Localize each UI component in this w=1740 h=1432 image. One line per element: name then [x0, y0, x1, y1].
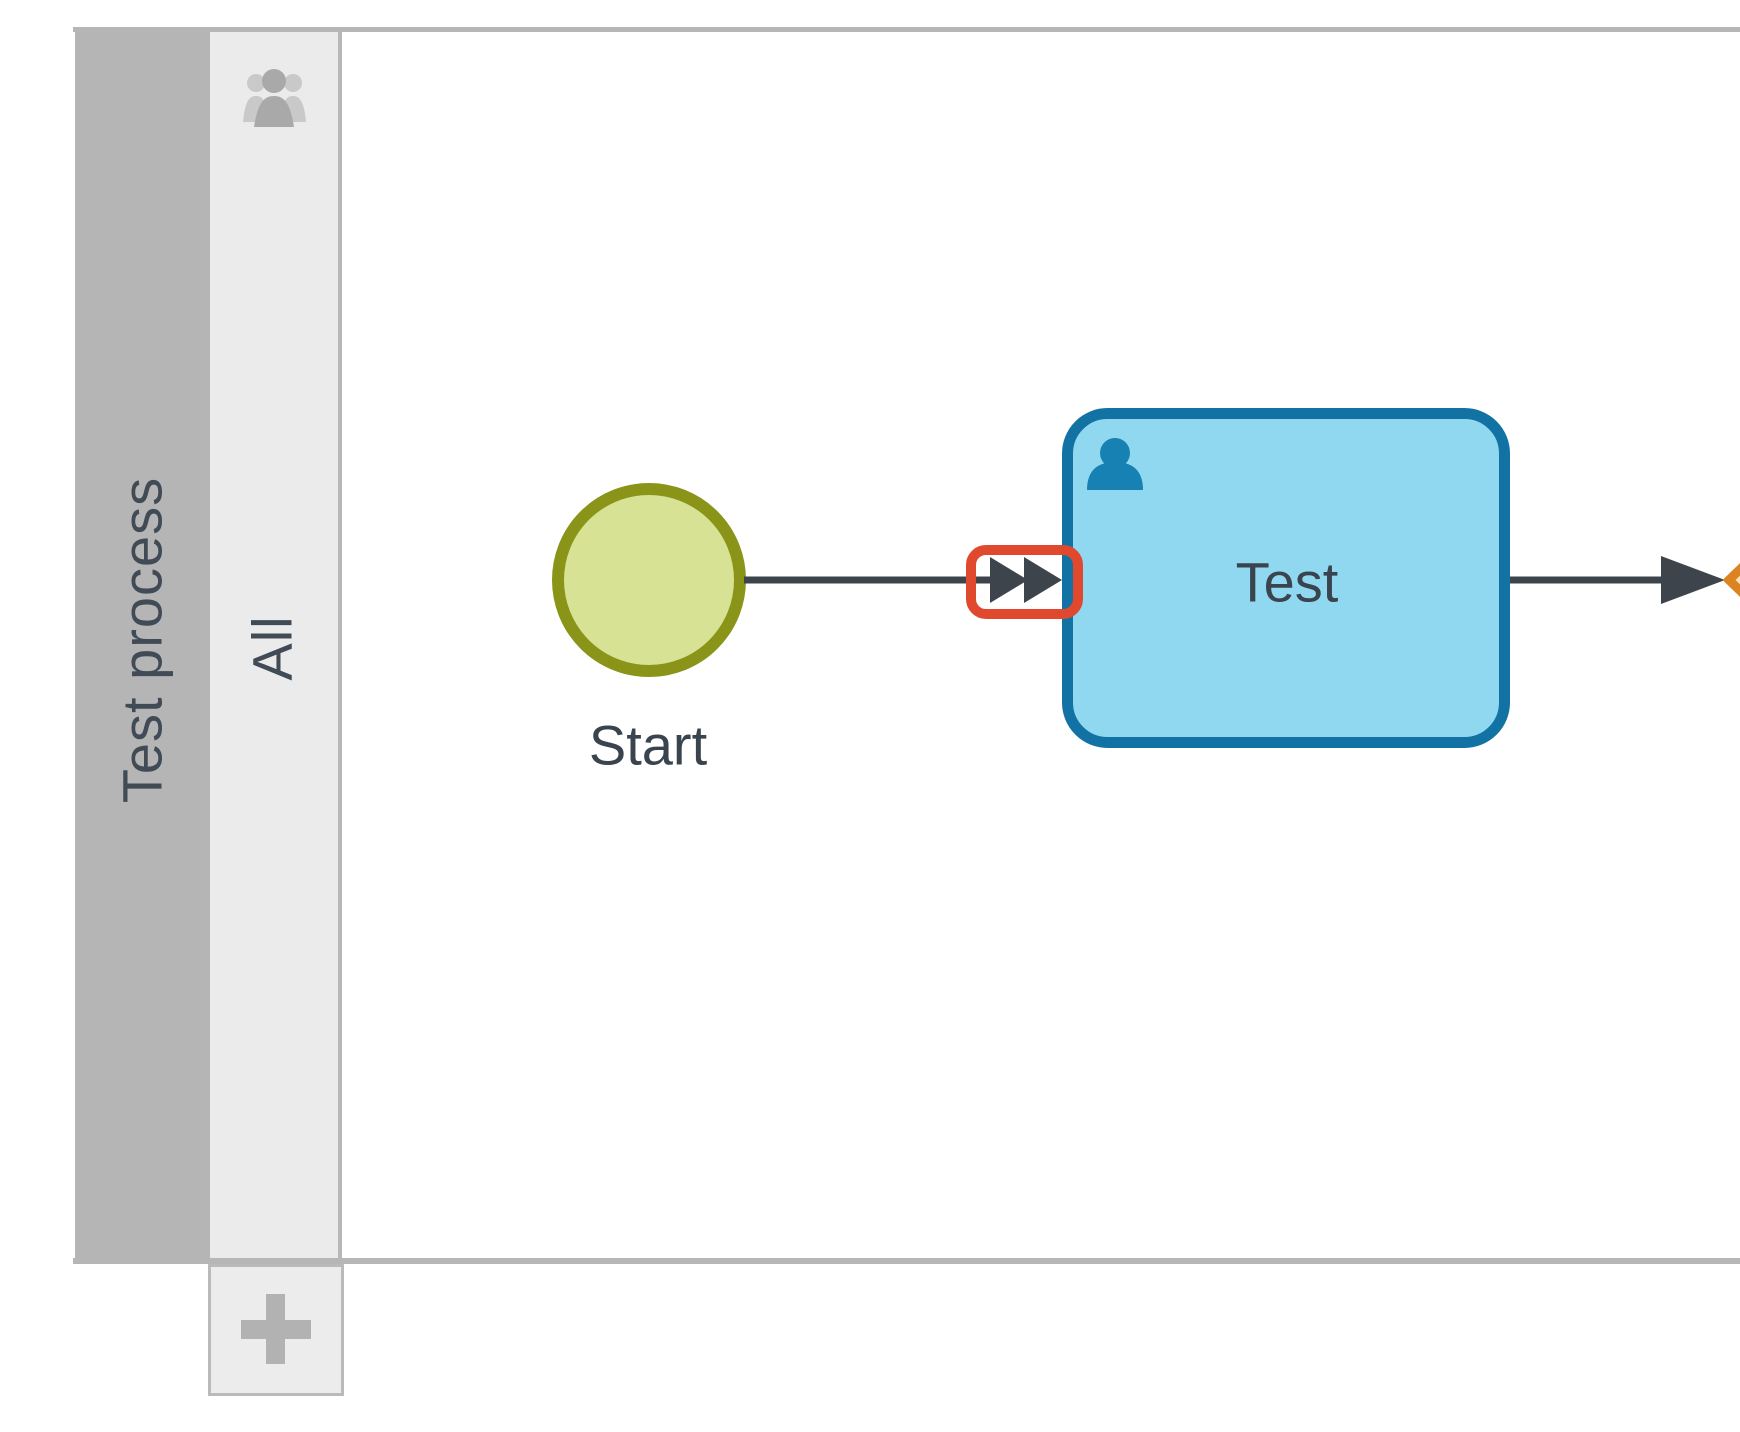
breakpoint-marker[interactable] [966, 545, 1083, 619]
group-icon [243, 69, 306, 127]
lane-label: All [240, 615, 304, 681]
fast-forward-icon [990, 557, 1062, 603]
pool-top-border [73, 27, 1740, 32]
user-task[interactable] [1062, 408, 1510, 748]
lane-header[interactable] [210, 32, 342, 1258]
user-task-label: Test [1235, 550, 1339, 614]
pool-bottom-border [73, 1258, 1740, 1264]
start-event[interactable] [552, 483, 746, 677]
start-event-label: Start [588, 713, 708, 777]
gateway[interactable] [1722, 499, 1740, 661]
plus-icon [241, 1294, 311, 1364]
pool-header[interactable] [75, 32, 210, 1258]
person-icon [1087, 438, 1143, 490]
arrowhead-icon [1661, 556, 1725, 604]
pool-label: Test process [110, 476, 174, 804]
